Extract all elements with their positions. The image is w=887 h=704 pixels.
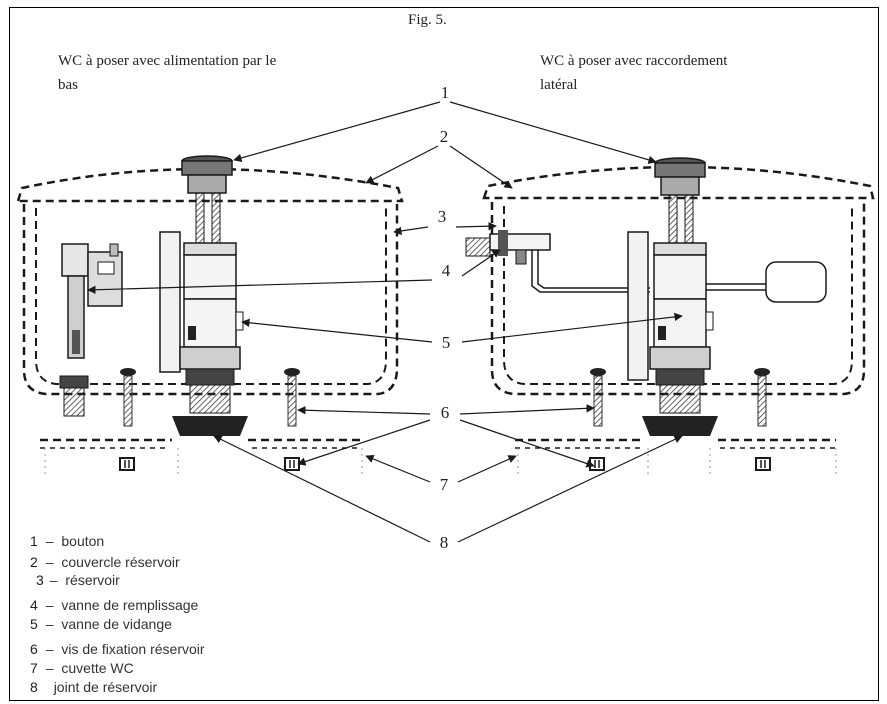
legend-item-1: 1 – bouton	[30, 533, 105, 549]
left-cistern-lid	[16, 167, 404, 203]
callout-8: 8	[440, 533, 449, 552]
legend-item-8: 8 joint de réservoir	[30, 679, 158, 695]
callout-7: 7	[440, 475, 449, 494]
right-caption-line1: WC à poser avec raccordement	[540, 53, 728, 69]
right-caption-line2: latéral	[540, 77, 578, 93]
left-bowl	[40, 438, 363, 476]
left-flush-valve	[159, 155, 248, 436]
callout-numbers: 1 2 3 4 5 6 7 8	[438, 83, 451, 552]
callout-4: 4	[442, 261, 451, 280]
left-caption-line1: WC à poser avec alimentation par le	[58, 53, 277, 69]
right-cistern-assembly	[465, 157, 875, 476]
float-ball	[765, 261, 827, 303]
figure-title: Fig. 5.	[408, 12, 447, 28]
legend-item-6: 6 – vis de fixation réservoir	[30, 641, 205, 657]
right-screws	[590, 368, 770, 427]
legend-item-7: 7 – cuvette WC	[30, 660, 134, 676]
callout-2: 2	[440, 127, 449, 146]
left-fill-valve	[59, 243, 123, 417]
left-screws	[120, 368, 300, 427]
callout-5: 5	[442, 333, 451, 352]
left-cistern-assembly	[16, 155, 404, 476]
right-bowl	[515, 438, 837, 476]
callout-1: 1	[441, 83, 450, 102]
callout-leaders	[87, 101, 683, 543]
right-flush-valve	[627, 157, 718, 436]
legend-item-2: 2 – couvercle réservoir	[30, 554, 180, 570]
callout-6: 6	[441, 403, 450, 422]
left-caption-line2: bas	[58, 77, 78, 93]
right-fill-valve	[465, 230, 827, 303]
legend-item-4: 4 – vanne de remplissage	[30, 597, 199, 613]
callout-3: 3	[438, 207, 447, 226]
legend-item-5: 5 – vanne de vidange	[30, 616, 172, 632]
legend-item-3: 3 – réservoir	[36, 572, 120, 588]
figure-frame	[9, 7, 879, 701]
